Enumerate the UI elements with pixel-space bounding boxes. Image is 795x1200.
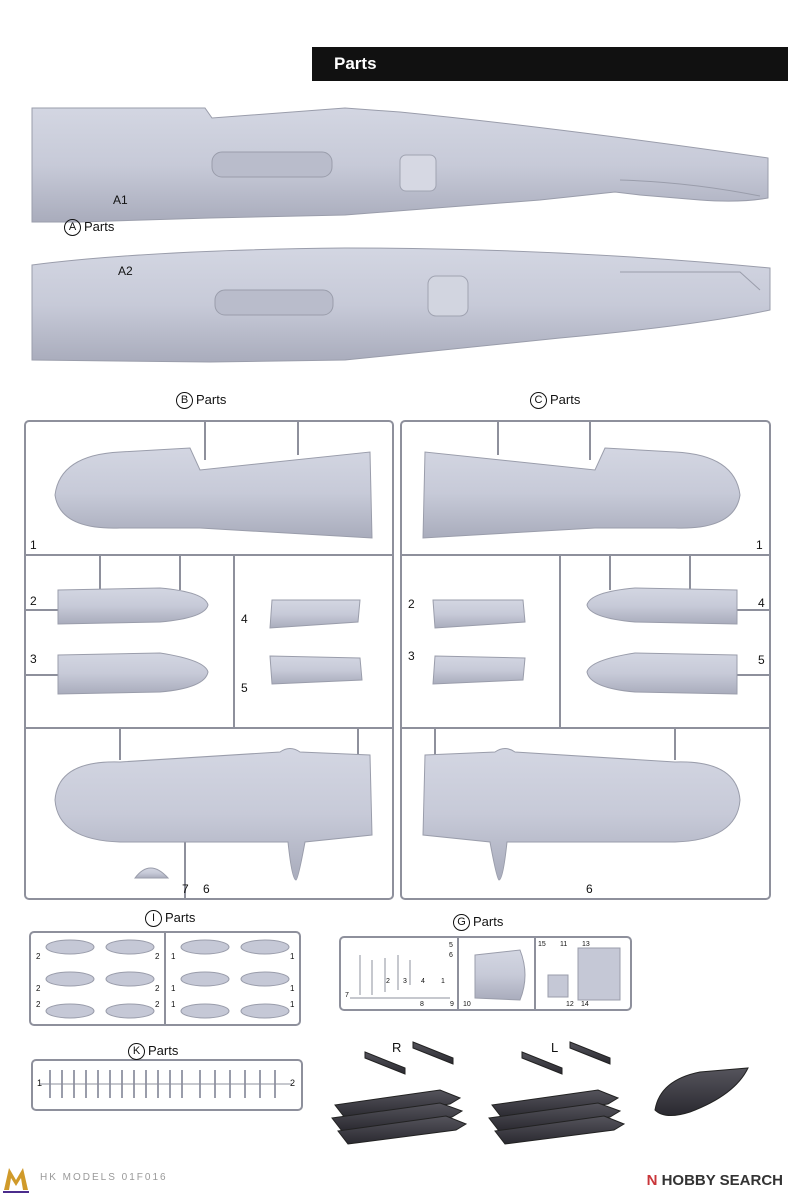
k-part-number: 2 — [290, 1078, 296, 1088]
b-part-number: 5 — [241, 681, 248, 695]
i-part-number: 1 — [171, 984, 176, 993]
dark-canopy — [654, 1067, 749, 1116]
g-part-number: 15 — [538, 941, 546, 948]
g-part-number: 3 — [403, 978, 407, 985]
section-g-letter: G — [453, 914, 470, 932]
section-a-text: Parts — [84, 219, 115, 234]
sprue-b-parts — [54, 447, 373, 881]
section-b-text: Parts — [196, 392, 227, 407]
part-a2-label: A2 — [118, 264, 133, 278]
sprue-g — [339, 936, 632, 1011]
c-part-number: 5 — [758, 653, 765, 667]
c-part-number: 1 — [756, 538, 763, 552]
g-part-number: 5 — [449, 942, 453, 949]
c-part-number: 3 — [408, 649, 415, 663]
c-part-number: 4 — [758, 596, 765, 610]
dark-parts-left — [488, 1041, 626, 1145]
i-part-number: 1 — [290, 984, 295, 993]
g-part-number: 9 — [450, 1001, 454, 1008]
g-part-number: 12 — [566, 1001, 574, 1008]
k-part-number: 1 — [37, 1078, 43, 1088]
i-part-number: 1 — [290, 1000, 295, 1009]
watermark-text: HOBBY SEARCH — [661, 1172, 783, 1189]
i-part-number: 1 — [290, 952, 295, 961]
section-b-letter: B — [176, 392, 193, 410]
section-k-text: Parts — [148, 1043, 179, 1058]
hk-models-logo — [3, 1168, 29, 1193]
g-part-number: 13 — [582, 941, 590, 948]
section-i-text: Parts — [165, 910, 196, 925]
g-part-number: 7 — [345, 992, 349, 999]
part-a1-label: A1 — [113, 193, 128, 207]
b-part-number: 1 — [30, 538, 37, 552]
section-c-text: Parts — [550, 392, 581, 407]
g-part-number: 8 — [420, 1001, 424, 1008]
fuselage-half-a2 — [31, 247, 771, 363]
dark-parts-right — [331, 1041, 468, 1145]
sprue-k — [31, 1059, 303, 1111]
sprue-i — [29, 931, 301, 1026]
hobby-search-watermark: N HOBBY SEARCH — [647, 1172, 783, 1189]
section-i-letter: I — [145, 910, 162, 928]
g-part-number: 14 — [581, 1001, 589, 1008]
i-part-number: 2 — [36, 1000, 41, 1009]
c-part-number: 2 — [408, 597, 415, 611]
sprue-c-parts — [422, 447, 741, 881]
sprue-c — [400, 420, 771, 900]
i-part-number: 2 — [155, 1000, 160, 1009]
i-part-number: 2 — [155, 952, 160, 961]
b-part-number: 6 — [203, 882, 210, 896]
g-part-number: 10 — [463, 1001, 471, 1008]
g-part-number: 11 — [560, 941, 568, 948]
i-part-number: 1 — [171, 1000, 176, 1009]
brand-code: HK MODELS 01F016 — [40, 1172, 168, 1183]
i-part-number: 2 — [36, 952, 41, 961]
g-part-number: 2 — [386, 978, 390, 985]
section-g-text: Parts — [473, 914, 504, 929]
fuselage-half-a1 — [31, 107, 769, 223]
section-a-letter: A — [64, 219, 81, 237]
i-part-number: 1 — [171, 952, 176, 961]
i-part-number: 2 — [36, 984, 41, 993]
left-side-label: L — [551, 1040, 559, 1055]
c-part-number: 6 — [586, 882, 593, 896]
i-part-number: 2 — [155, 984, 160, 993]
section-c-letter: C — [530, 392, 547, 410]
b-part-number: 2 — [30, 594, 37, 608]
b-part-number: 7 — [182, 882, 189, 896]
b-part-number: 4 — [241, 612, 248, 626]
g-part-number: 6 — [449, 952, 453, 959]
sprue-b — [24, 420, 394, 900]
page-title: Parts — [334, 54, 377, 73]
b-part-number: 3 — [30, 652, 37, 666]
g-part-number: 4 — [421, 978, 425, 985]
g-part-number: 1 — [441, 978, 445, 985]
section-header: Parts — [312, 47, 788, 81]
section-k-letter: K — [128, 1043, 145, 1061]
right-side-label: R — [392, 1040, 402, 1055]
watermark-prefix: N — [646, 1172, 658, 1189]
